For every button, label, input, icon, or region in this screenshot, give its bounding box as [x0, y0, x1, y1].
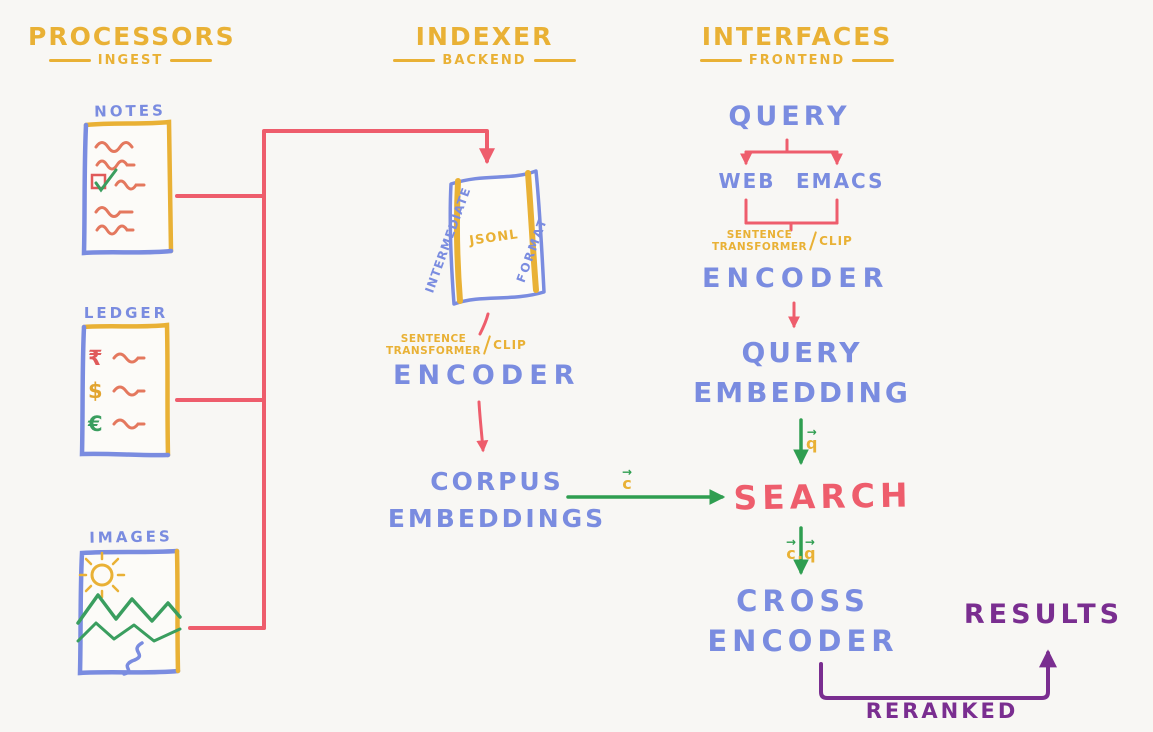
- interfaces-title: INTERFACES: [701, 22, 893, 51]
- vector-c: → c: [622, 466, 632, 492]
- reranked-label: RERANKED: [865, 699, 1019, 723]
- dollar-symbol: $: [88, 379, 103, 403]
- vector-q-letter: q: [804, 544, 816, 563]
- rupee-symbol: ₹: [88, 346, 103, 370]
- indexer-subtitle: BACKEND: [392, 53, 577, 68]
- results-label: RESULTS: [963, 599, 1124, 630]
- vector-arrow-icon: →: [804, 535, 815, 549]
- indexer-model-tag: SENTENCE TRANSFORMER CLIP: [386, 333, 527, 357]
- cross-line1: CROSS: [736, 584, 870, 618]
- ledger-label: LEDGER: [83, 304, 169, 322]
- processors-column-header: PROCESSORS INGEST: [28, 22, 236, 68]
- interfaces-subtitle-text: FRONTEND: [748, 53, 846, 68]
- river-doodle: [122, 641, 144, 676]
- interfaces-column-header: INTERFACES FRONTEND: [698, 22, 896, 68]
- scroll-shape: [448, 169, 546, 306]
- vector-arrow-icon: →: [806, 425, 817, 439]
- vector-q-letter: q: [806, 434, 818, 453]
- indexer-encoder-label: ENCODER: [393, 360, 581, 391]
- mountains-doodle-2: [76, 621, 182, 643]
- indexer-subtitle-text: BACKEND: [442, 53, 527, 68]
- clip-label: CLIP: [819, 234, 853, 248]
- images-document-icon: [76, 548, 182, 676]
- vector-c: → c: [786, 536, 796, 562]
- sentence-transformer-label: SENTENCE TRANSFORMER: [712, 229, 807, 253]
- model-divider: [809, 231, 818, 251]
- mountains-doodle: [76, 593, 182, 625]
- dot-product-symbol: .: [797, 544, 804, 563]
- corpus-vector-label: → c: [622, 466, 632, 492]
- sun-rays-doodle: [78, 551, 126, 599]
- ledger-document-icon: ₹ $ €: [79, 322, 171, 458]
- notes-document-icon: [81, 119, 174, 256]
- indexer-column-header: INDEXER BACKEND: [392, 22, 577, 68]
- model-line1: SENTENCE: [400, 333, 467, 345]
- search-label: SEARCH: [733, 475, 913, 518]
- jsonl-scroll-icon: INTERMEDIATE JSONL FORMAT: [410, 160, 570, 318]
- vector-arrow-icon: →: [786, 535, 797, 549]
- model-line2: TRANSFORMER: [712, 241, 808, 253]
- vector-arrow-icon: →: [622, 465, 633, 479]
- corpus-line1: CORPUS: [430, 467, 564, 496]
- encoder-to-corpus-arrow: [476, 400, 489, 453]
- interfaces-model-tag: SENTENCE TRANSFORMER CLIP: [712, 229, 853, 253]
- processors-subtitle: INGEST: [28, 53, 233, 68]
- emacs-client-label: EMACS: [796, 169, 885, 193]
- checkmark-doodle: [94, 168, 118, 193]
- query-vector-label: → q: [806, 426, 817, 452]
- processors-subtitle-text: INGEST: [97, 53, 164, 68]
- vector-q: → q: [806, 426, 817, 452]
- sentence-transformer-label: SENTENCE TRANSFORMER: [386, 333, 481, 357]
- vector-q: → q: [804, 536, 815, 562]
- corpus-embeddings-label: CORPUS EMBEDDINGS: [382, 463, 612, 537]
- interfaces-encoder-label: ENCODER: [702, 263, 890, 294]
- processors-title: PROCESSORS: [28, 22, 236, 51]
- sun-doodle: [90, 563, 114, 587]
- clip-label: CLIP: [493, 338, 527, 352]
- vector-c-letter: c: [622, 474, 632, 493]
- corpus-line2: EMBEDDINGS: [387, 504, 607, 533]
- web-client-label: WEB: [718, 169, 776, 193]
- model-divider: [483, 335, 492, 355]
- query-embedding-line1: QUERY: [741, 336, 863, 369]
- query-embedding-line2: EMBEDDING: [693, 376, 911, 409]
- model-line2: TRANSFORMER: [386, 345, 482, 357]
- euro-symbol: €: [87, 412, 103, 436]
- indexer-title: INDEXER: [415, 22, 554, 51]
- cross-encoder-label: CROSS ENCODER: [688, 581, 918, 661]
- query-label: QUERY: [728, 101, 851, 132]
- query-embedding-label: QUERY EMBEDDING: [688, 333, 916, 413]
- model-line1: SENTENCE: [726, 229, 793, 241]
- cross-line2: ENCODER: [707, 624, 899, 658]
- interfaces-subtitle: FRONTEND: [698, 53, 896, 68]
- similarity-vector-label: → c . → q: [786, 536, 816, 562]
- vector-c-letter: c: [786, 544, 796, 563]
